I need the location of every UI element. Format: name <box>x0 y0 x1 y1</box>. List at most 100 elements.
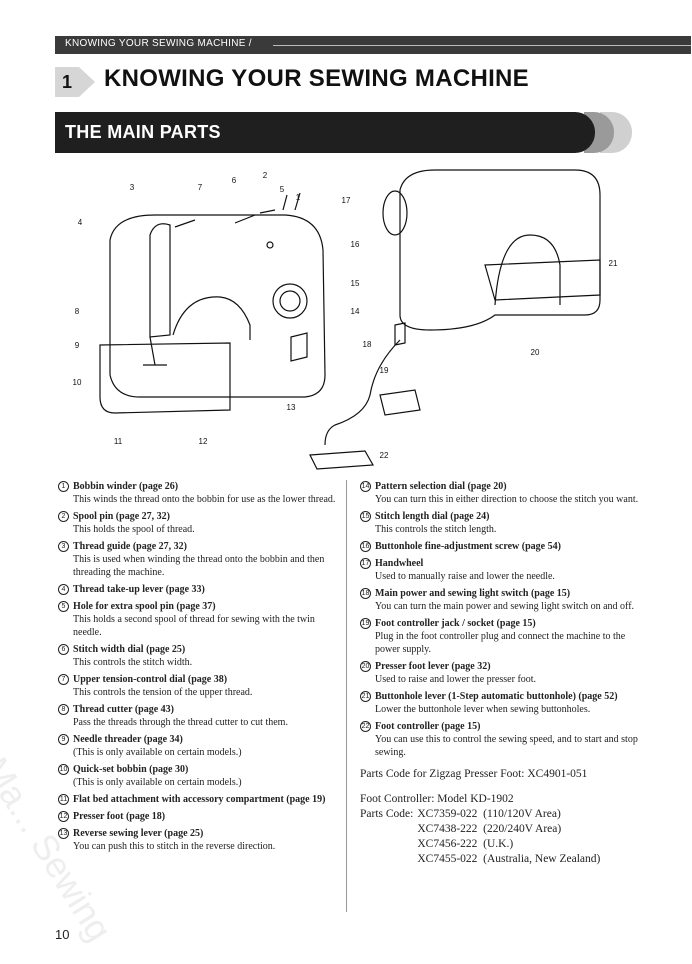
buttonhole-screw <box>266 241 274 249</box>
part-name: Buttonhole fine-adjustment screw (page 5… <box>375 541 561 552</box>
part-description: You can turn this in either direction to… <box>375 494 639 505</box>
part-name: Handwheel <box>375 558 424 569</box>
part-name: Quick-set bobbin (page 30) <box>73 764 189 775</box>
part-number: 10 <box>58 764 69 775</box>
parts-code-2: XC7438-222 (220/240V Area) <box>417 823 562 835</box>
front-machine-arm <box>149 223 171 338</box>
zigzag-foot-code: Parts Code for Zigzag Presser Foot: XC49… <box>360 768 588 780</box>
part-item: 5 Hole for extra spool pin (page 37) This … <box>58 600 343 639</box>
callout-7: 7 <box>198 183 203 192</box>
part-name: Spool pin (page 27, 32) <box>73 511 170 522</box>
front-machine-bed <box>99 342 231 414</box>
part-description: This controls the tension of the upper t… <box>73 687 253 698</box>
callout-12: 12 <box>199 437 208 446</box>
callout-17: 17 <box>342 196 351 205</box>
callout-5: 5 <box>280 185 285 194</box>
part-number: 13 <box>58 828 69 839</box>
part-number: 15 <box>360 511 371 522</box>
callout-4: 4 <box>78 218 83 227</box>
part-number: 12 <box>58 811 69 822</box>
callout-8: 8 <box>75 307 80 316</box>
part-number: 21 <box>360 691 371 702</box>
chapter-number: 1 <box>61 72 72 92</box>
power-cord <box>324 339 401 446</box>
part-name: Reverse sewing lever (page 25) <box>73 828 204 839</box>
part-description: (This is only available on certain model… <box>73 777 242 788</box>
part-description: You can turn the main power and sewing l… <box>375 601 635 612</box>
part-name: Thread guide (page 27, 32) <box>73 541 187 552</box>
part-description: You can push this to stitch in the rever… <box>73 841 276 852</box>
part-name: Presser foot lever (page 32) <box>375 661 491 672</box>
stitch-length-dial <box>272 283 308 319</box>
presser-foot <box>143 336 167 366</box>
chapter-title: KNOWING YOUR SEWING MACHINE <box>104 65 529 92</box>
part-description: (This is only available on certain model… <box>73 747 242 758</box>
part-item: 16 Buttonhole fine-adjustment screw (page… <box>360 540 640 553</box>
header-rule <box>273 45 691 46</box>
callout-14: 14 <box>351 307 360 316</box>
back-machine-body <box>399 169 601 331</box>
foot-controller-model: Foot Controller: Model KD-1902 <box>360 793 514 805</box>
part-item: 10 Quick-set bobbin (page 30) (This is onl… <box>58 763 343 789</box>
parts-code-1: XC7359-022 (110/120V Area) <box>417 808 561 820</box>
part-description: Used to raise and lower the presser foot… <box>375 674 537 685</box>
part-number: 14 <box>360 481 371 492</box>
part-name: Hole for extra spool pin (page 37) <box>73 601 216 612</box>
callout-18: 18 <box>363 340 372 349</box>
part-number: 16 <box>360 541 371 552</box>
part-number: 8 <box>58 704 69 715</box>
callout-19: 19 <box>380 366 389 375</box>
part-description: Used to manually raise and lower the nee… <box>375 571 555 582</box>
front-machine-opening <box>172 296 251 340</box>
callout-22: 22 <box>380 451 389 460</box>
part-number: 6 <box>58 644 69 655</box>
part-description: This is used when winding the thread ont… <box>73 554 325 578</box>
back-machine-opening <box>494 234 561 306</box>
part-name: Foot controller (page 15) <box>375 721 481 732</box>
reverse-lever <box>290 332 308 362</box>
part-description: This holds a second spool of thread for … <box>73 614 315 638</box>
parts-list-right: 14 Pattern selection dial (page 20) You ca… <box>360 480 640 867</box>
part-description: This controls the stitch width. <box>73 657 193 668</box>
back-bed <box>484 259 601 301</box>
part-name: Foot controller jack / socket (page 15) <box>375 618 536 629</box>
part-description: You can use this to control the sewing s… <box>375 734 638 758</box>
callout-15: 15 <box>351 279 360 288</box>
section-title: THE MAIN PARTS <box>65 122 221 142</box>
page-number: 10 <box>55 927 70 942</box>
part-name: Upper tension-control dial (page 38) <box>73 674 228 685</box>
part-description: This winds the thread onto the bobbin fo… <box>73 494 336 505</box>
callout-6: 6 <box>232 176 237 185</box>
callout-2: 2 <box>263 171 268 180</box>
part-number: 18 <box>360 588 371 599</box>
part-name: Flat bed attachment with accessory compa… <box>73 794 326 805</box>
top-dials <box>174 192 301 228</box>
part-description: Pass the threads through the thread cutt… <box>73 717 288 728</box>
part-item: 13 Reverse sewing lever (page 25) You can … <box>58 827 343 853</box>
callout-20: 20 <box>531 348 540 357</box>
part-item: 14 Pattern selection dial (page 20) You ca… <box>360 480 640 506</box>
part-name: Pattern selection dial (page 20) <box>375 481 507 492</box>
part-number: 1 <box>58 481 69 492</box>
parts-code-label: Parts Code: <box>360 808 414 820</box>
callout-1: 1 <box>296 193 301 202</box>
part-number: 11 <box>58 794 69 805</box>
part-number: 4 <box>58 584 69 595</box>
part-description: This holds the spool of thread. <box>73 524 195 535</box>
part-name: Needle threader (page 34) <box>73 734 183 745</box>
part-number: 5 <box>58 601 69 612</box>
